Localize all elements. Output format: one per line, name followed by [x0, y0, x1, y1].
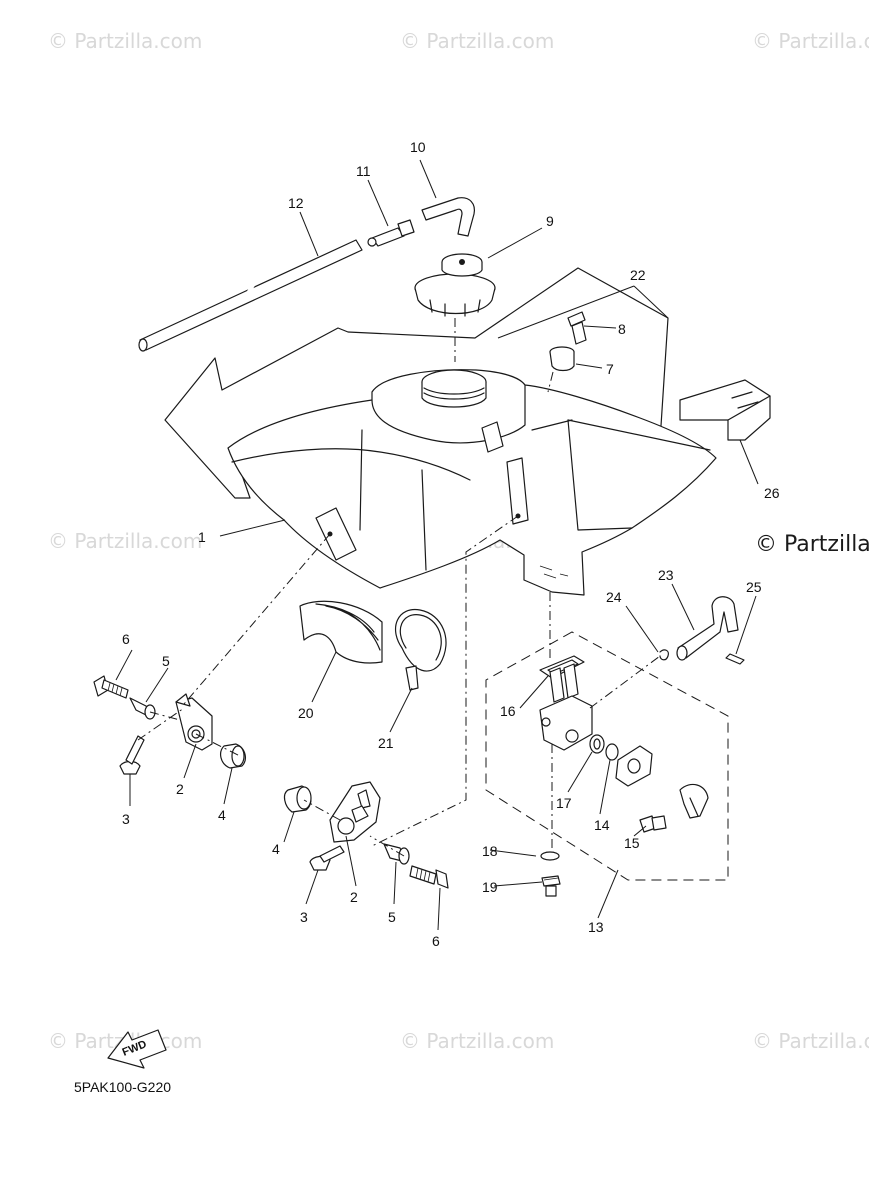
- callout-22: 22: [630, 267, 646, 283]
- part-fuel-cock-body[interactable]: [539, 663, 593, 751]
- callout-10: 10: [410, 139, 426, 155]
- part-26-bracket[interactable]: [679, 379, 771, 441]
- callout-9: 9: [546, 213, 554, 229]
- part-19-drain-screw[interactable]: [541, 875, 561, 897]
- callout-26: 26: [764, 485, 780, 501]
- part-6-bolt-right[interactable]: [409, 865, 449, 889]
- callout-14: 14: [594, 817, 610, 833]
- callout-3-left: 3: [122, 811, 130, 827]
- part-3-bolt-right[interactable]: [309, 845, 345, 871]
- callout-2-left: 2: [176, 781, 184, 797]
- callout-21: 21: [378, 735, 394, 751]
- callout-11: 11: [356, 163, 371, 179]
- callout-5-left: 5: [162, 653, 170, 669]
- callout-7: 7: [606, 361, 614, 377]
- part-21-clamp[interactable]: [394, 608, 447, 691]
- callout-12: 12: [288, 195, 304, 211]
- watermark-top-center: © Partzilla.com: [400, 29, 554, 53]
- callout-25: 25: [746, 579, 762, 595]
- part-5-collar-left[interactable]: [129, 697, 156, 720]
- leader-lines: [115, 159, 759, 931]
- part-10-breather-hose[interactable]: [421, 197, 475, 237]
- left-bracket-assembly: [93, 675, 246, 775]
- callout-18: 18: [482, 843, 498, 859]
- part-11-fitting[interactable]: [367, 219, 415, 247]
- part-8-bolt[interactable]: [567, 311, 587, 345]
- callout-5-right: 5: [388, 909, 396, 925]
- callout-16: 16: [500, 703, 516, 719]
- part-13-fuel-cock-assembly: [485, 631, 729, 897]
- callout-17: 17: [556, 795, 572, 811]
- callout-4-right: 4: [272, 841, 280, 857]
- callout-6-left: 6: [122, 631, 130, 647]
- watermark-top-left: © Partzilla.com: [48, 29, 202, 53]
- part-4-damper-left[interactable]: [220, 743, 246, 769]
- right-bracket-assembly: [283, 781, 449, 889]
- part-1-fuel-tank[interactable]: [227, 369, 717, 596]
- part-15-screw[interactable]: [639, 815, 667, 833]
- watermark-bottom-right: © Partzilla.com: [752, 1029, 869, 1053]
- part-12-long-hose[interactable]: [138, 239, 363, 352]
- watermark-bottom-center: © Partzilla.com: [400, 1029, 554, 1053]
- callout-labels: 1 2 2 3 3 4 4 5 5 6 6 7 8 9 10 11 12 13 …: [122, 139, 780, 949]
- watermark-mid-right: © Partzilla: [755, 532, 869, 557]
- fwd-arrow-icon: FWD: [107, 1029, 167, 1069]
- part-16-gasket[interactable]: [539, 655, 585, 679]
- watermark-top-right: © Partzilla.com: [752, 29, 869, 53]
- callout-6-right: 6: [432, 933, 440, 949]
- assembly-13-boundary: [485, 631, 729, 881]
- callout-4-left: 4: [218, 807, 226, 823]
- part-lever-plate[interactable]: [615, 745, 653, 787]
- part-2-bracket-left[interactable]: [175, 693, 213, 751]
- part-14-o-ring[interactable]: [605, 743, 619, 761]
- part-18-washer[interactable]: [540, 851, 560, 861]
- part-20-seal[interactable]: [299, 600, 383, 664]
- part-3-bolt-left[interactable]: [119, 735, 145, 775]
- part-17-washer[interactable]: [589, 734, 605, 754]
- alignment-lines: [137, 318, 661, 857]
- callout-20: 20: [298, 705, 314, 721]
- callout-8: 8: [618, 321, 626, 337]
- part-9-tank-cap[interactable]: [414, 253, 496, 317]
- watermark-mid-left: © Partzilla.com: [48, 529, 202, 553]
- part-5-collar-right[interactable]: [383, 843, 410, 865]
- part-25-clip[interactable]: [725, 653, 745, 665]
- callout-1: 1: [198, 529, 206, 545]
- part-4-damper-right[interactable]: [283, 785, 312, 813]
- diagram-code: 5PAK100-G220: [74, 1079, 171, 1095]
- callout-3-right: 3: [300, 909, 308, 925]
- callout-15: 15: [624, 835, 640, 851]
- part-lever-knob[interactable]: [679, 783, 709, 819]
- part-2-bracket-right[interactable]: [329, 781, 381, 843]
- part-6-bolt-left[interactable]: [93, 675, 129, 699]
- part-7-collar[interactable]: [549, 346, 575, 372]
- part-24-clip[interactable]: [659, 649, 669, 661]
- callout-23: 23: [658, 567, 674, 583]
- callout-13: 13: [588, 919, 604, 935]
- callout-2-right: 2: [350, 889, 358, 905]
- callout-19: 19: [482, 879, 498, 895]
- callout-24: 24: [606, 589, 622, 605]
- part-23-fuel-hose[interactable]: [676, 596, 739, 661]
